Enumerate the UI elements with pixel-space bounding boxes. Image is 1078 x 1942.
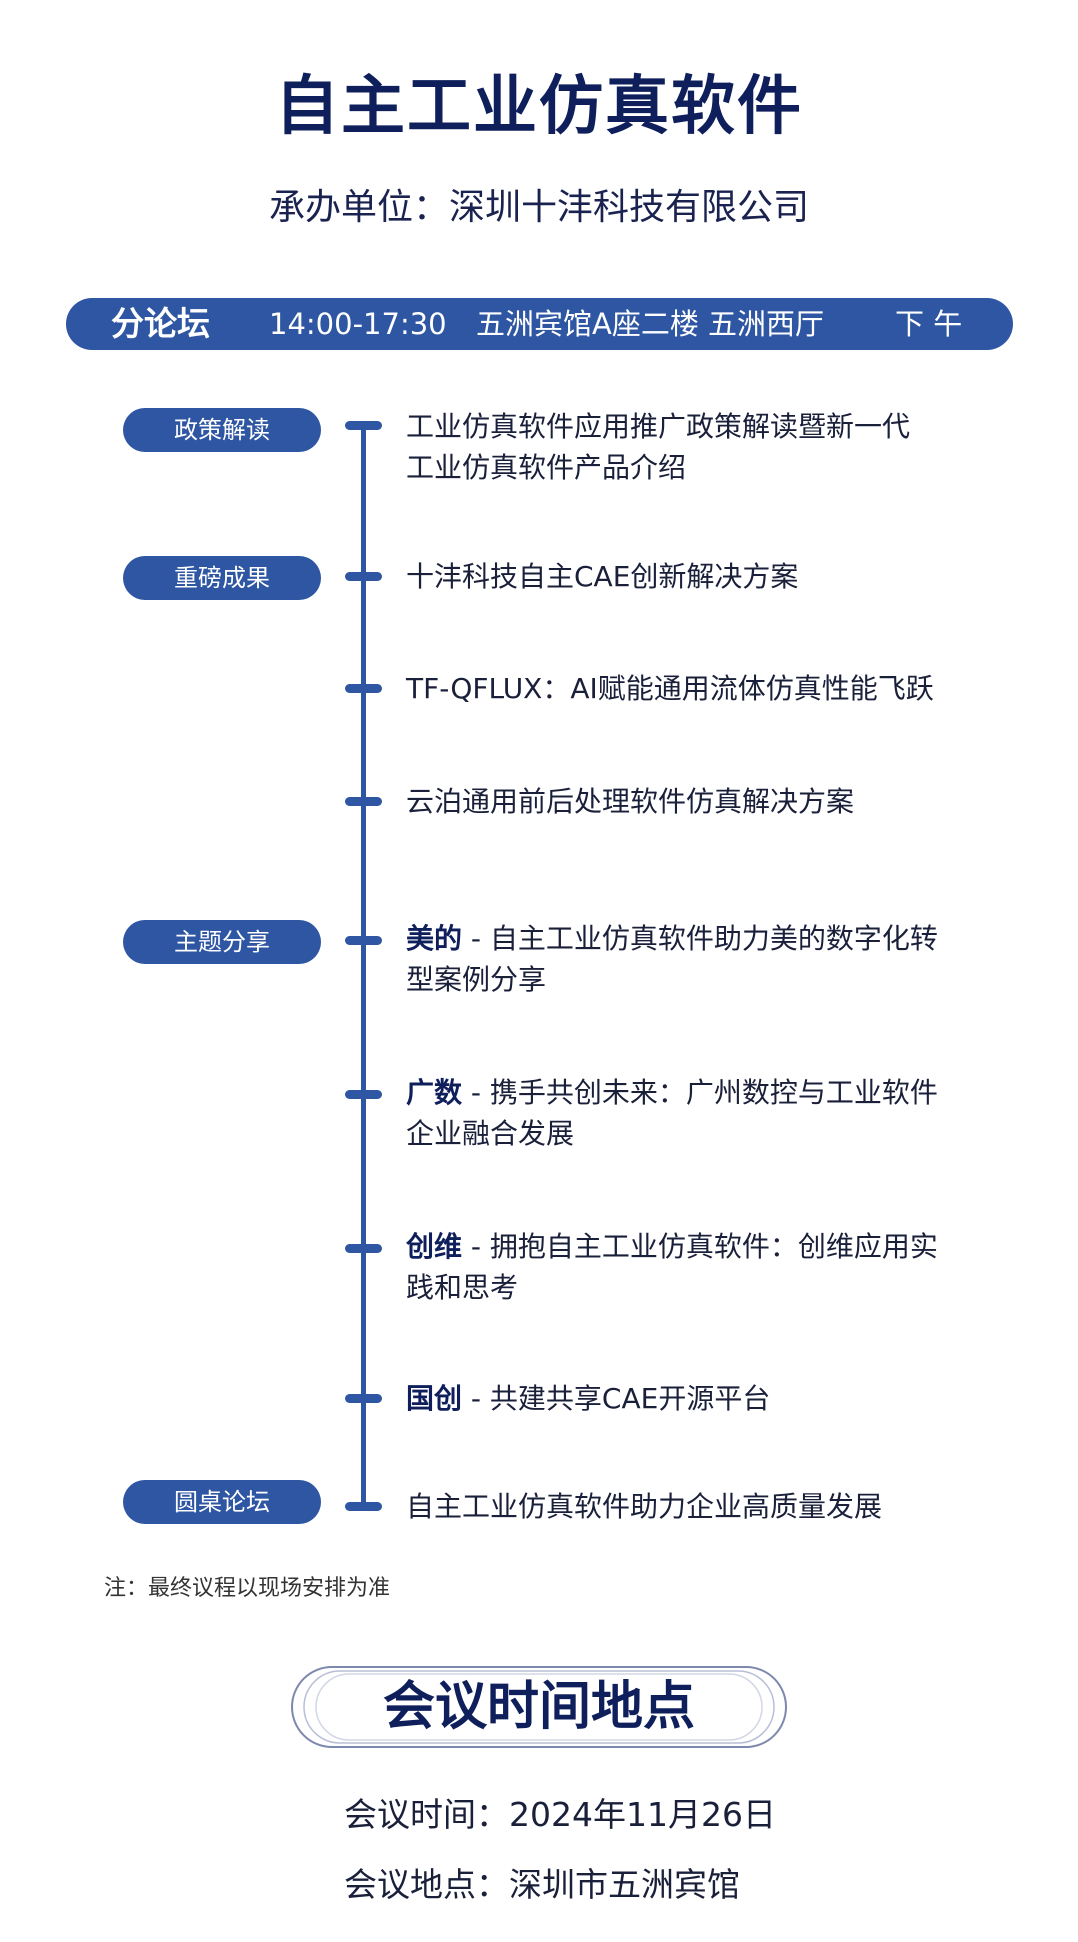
agenda-line: 创维 - 拥抱自主工业仿真软件：创维应用实 [406, 1226, 966, 1267]
timeline-dot [345, 572, 382, 581]
agenda-line: 十沣科技自主CAE创新解决方案 [406, 560, 799, 593]
agenda-item: TF-QFLUX：AI赋能通用流体仿真性能飞跃 [406, 668, 966, 709]
timeline-dot [345, 1090, 382, 1099]
agenda-item: 国创 - 共建共享CAE开源平台 [406, 1378, 966, 1419]
tag-achievement: 重磅成果 [123, 556, 321, 600]
agenda-line: 国创 - 共建共享CAE开源平台 [406, 1378, 966, 1419]
agenda-line: 型案例分享 [406, 963, 547, 996]
agenda-text: 共建共享CAE开源平台 [489, 1382, 771, 1415]
session-name: 分论坛 [111, 304, 210, 343]
timeline-dot [345, 421, 382, 430]
organizer: 承办单位：深圳十沣科技有限公司 [268, 187, 809, 228]
footnote: 注：最终议程以现场安排为准 [104, 1576, 391, 1601]
agenda-item: 广数 - 携手共创未来：广州数控与工业软件 企业融合发展 [406, 1072, 966, 1154]
agenda-line: 企业融合发展 [406, 1117, 575, 1150]
timeline-dot [345, 936, 382, 945]
agenda-item: 美的 - 自主工业仿真软件助力美的数字化转 型案例分享 [406, 918, 966, 1000]
separator: - [462, 1230, 490, 1263]
badge-outline [291, 1666, 787, 1748]
timeline-dot [345, 684, 382, 693]
speaker: 创维 [406, 1230, 463, 1263]
tag-roundtable: 圆桌论坛 [123, 1480, 321, 1524]
agenda-item: 创维 - 拥抱自主工业仿真软件：创维应用实 践和思考 [406, 1226, 966, 1308]
agenda-item: 工业仿真软件应用推广政策解读暨新一代 工业仿真软件产品介绍 [406, 406, 966, 488]
agenda-line: 工业仿真软件应用推广政策解读暨新一代 [406, 410, 911, 443]
tag-keynote: 主题分享 [123, 920, 321, 964]
agenda-line: 自主工业仿真软件助力企业高质量发展 [406, 1490, 883, 1523]
session-time: 14:00-17:30 [269, 307, 447, 341]
timeline-dot [345, 1394, 382, 1403]
meeting-heading-badge: 会议时间地点 [290, 1665, 788, 1749]
agenda-line: 云泊通用前后处理软件仿真解决方案 [406, 785, 855, 818]
meeting-heading: 会议时间地点 [382, 1677, 695, 1737]
separator: - [462, 922, 490, 955]
speaker: 国创 [406, 1382, 463, 1415]
agenda-line: 工业仿真软件产品介绍 [406, 451, 687, 484]
speaker: 广数 [406, 1076, 463, 1109]
timeline-dot [345, 1244, 382, 1253]
page-title: 自主工业仿真软件 [275, 70, 803, 144]
agenda-text: 自主工业仿真软件助力美的数字化转 [489, 922, 938, 955]
agenda-item: 云泊通用前后处理软件仿真解决方案 [406, 781, 966, 822]
agenda-line: 践和思考 [406, 1271, 519, 1304]
agenda-line: 广数 - 携手共创未来：广州数控与工业软件 [406, 1072, 966, 1113]
agenda-item: 自主工业仿真软件助力企业高质量发展 [406, 1486, 966, 1527]
meeting-place: 会议地点：深圳市五洲宾馆 [344, 1865, 740, 1904]
session-period: 下 午 [895, 307, 963, 341]
timeline-line [361, 424, 366, 1509]
agenda-line: TF-QFLUX：AI赋能通用流体仿真性能飞跃 [406, 672, 934, 705]
meeting-time: 会议时间：2024年11月26日 [344, 1795, 776, 1834]
speaker: 美的 [406, 922, 463, 955]
timeline-dot [345, 1502, 382, 1511]
agenda-item: 十沣科技自主CAE创新解决方案 [406, 556, 966, 597]
session-bar: 分论坛 14:00-17:30 五洲宾馆A座二楼 五洲西厅 下 午 [66, 298, 1013, 350]
separator: - [462, 1382, 490, 1415]
agenda-text: 拥抱自主工业仿真软件：创维应用实 [489, 1230, 938, 1263]
agenda-text: 携手共创未来：广州数控与工业软件 [489, 1076, 938, 1109]
tag-policy: 政策解读 [123, 408, 321, 452]
session-venue: 五洲宾馆A座二楼 五洲西厅 [476, 307, 825, 341]
separator: - [462, 1076, 490, 1109]
timeline-dot [345, 797, 382, 806]
agenda-line: 美的 - 自主工业仿真软件助力美的数字化转 [406, 918, 966, 959]
